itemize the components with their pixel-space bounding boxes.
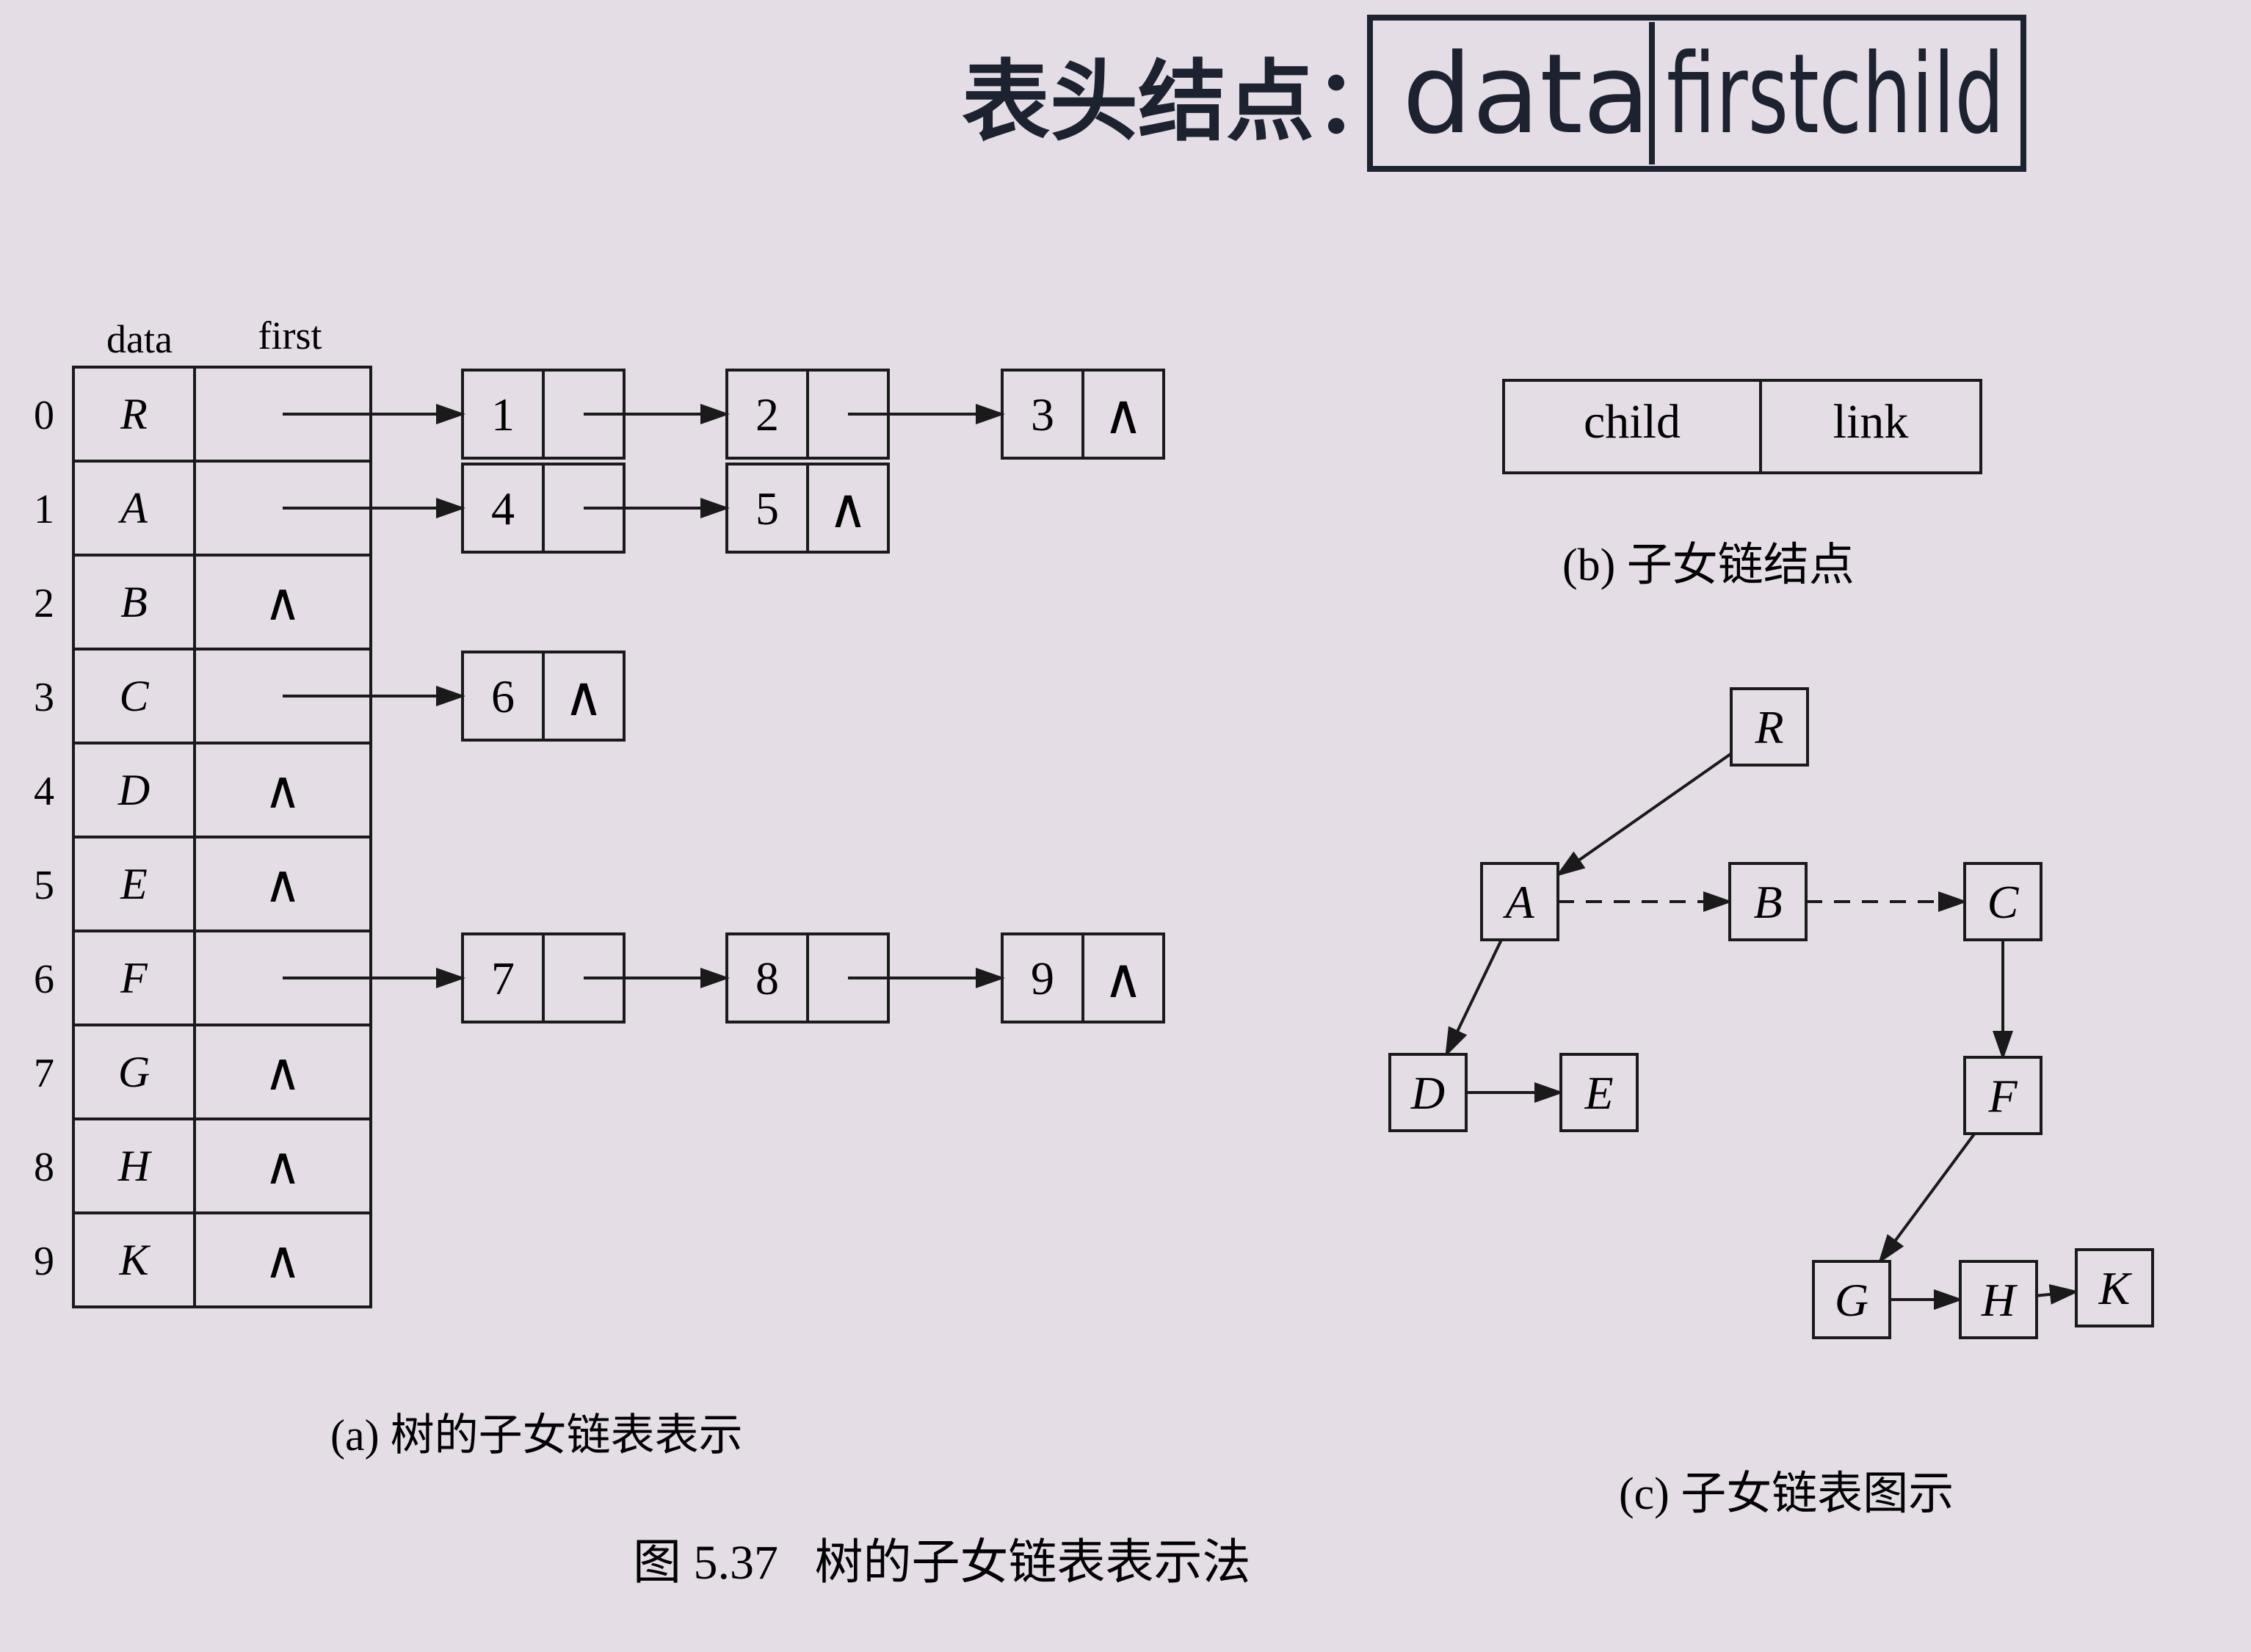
tree-node-box — [1730, 687, 1809, 767]
child-index: 2 — [755, 388, 779, 441]
row-index: 1 — [34, 487, 54, 532]
null-pointer: ∧ — [1103, 385, 1143, 446]
tree-node-box — [2075, 1248, 2154, 1327]
tree-node-box — [1559, 1053, 1639, 1132]
field-link: link — [1833, 395, 1909, 449]
tree-node-box — [1959, 1260, 2038, 1339]
row-index: 4 — [34, 769, 54, 814]
null-pointer: ∧ — [264, 1233, 301, 1289]
row-index: 8 — [34, 1145, 54, 1190]
tree-node-label: R — [1754, 701, 1783, 753]
tree-node-box — [1812, 1260, 1891, 1339]
tree-node-box — [1963, 1056, 2042, 1135]
row-index: 6 — [34, 957, 54, 1002]
tree-node-box — [1963, 862, 2042, 941]
column-header-data: data — [106, 317, 173, 361]
node-structure-box — [1502, 379, 1982, 474]
row-data: K — [118, 1236, 151, 1284]
handwritten-field-firstchild: firstchild — [1667, 31, 2004, 159]
child-index: 5 — [755, 482, 779, 535]
row-data: C — [119, 672, 149, 720]
field-child: child — [1584, 395, 1681, 449]
part-c-tree-diagram: R A B C D E F G H K (c) 子女链表图示 — [1388, 687, 2154, 1519]
figure-caption: 图 5.37 树的子女链表表示法 — [633, 1536, 1251, 1590]
tree-node-label: A — [1502, 876, 1534, 928]
row-data: H — [117, 1142, 153, 1190]
caption-a: (a) 树的子女链表表示 — [330, 1411, 743, 1460]
tree-edge-F-G — [1878, 1132, 1976, 1264]
tree-node-box — [1728, 862, 1808, 941]
row-index: 5 — [34, 863, 54, 908]
row-data: B — [120, 578, 148, 626]
handwritten-header-box — [1367, 15, 2026, 172]
row-index: 9 — [34, 1239, 54, 1284]
row-index: 7 — [34, 1051, 54, 1096]
row-index: 3 — [34, 675, 54, 720]
null-pointer: ∧ — [264, 1139, 301, 1195]
tree-edge-A-D — [1445, 939, 1503, 1057]
tree-node-label: C — [1987, 876, 2020, 928]
handwritten-label: 表头结点： — [962, 51, 1402, 153]
row-data: G — [118, 1048, 150, 1096]
null-pointer: ∧ — [264, 1045, 301, 1101]
tree-node-label: D — [1410, 1067, 1445, 1119]
tree-node-label: E — [1584, 1067, 1613, 1119]
child-index: 6 — [491, 670, 515, 722]
null-pointer: ∧ — [264, 857, 301, 913]
row-data: E — [120, 860, 148, 908]
row-data: R — [120, 390, 148, 438]
row-data: D — [117, 766, 150, 814]
tree-node-label: G — [1835, 1274, 1868, 1326]
child-index: 3 — [1031, 388, 1054, 441]
row-index: 2 — [34, 581, 54, 626]
tree-edge-R-A — [1555, 752, 1733, 877]
null-pointer: ∧ — [264, 575, 301, 631]
caption-b: (b) 子女链结点 — [1562, 540, 1855, 590]
tree-node-box — [1480, 862, 1559, 941]
null-pointer: ∧ — [564, 667, 603, 728]
tree-node-label: F — [1987, 1070, 2018, 1122]
row-data: F — [120, 954, 148, 1002]
handwritten-header-node: 表头结点： data firstchild — [962, 15, 2026, 172]
row-data: A — [117, 484, 148, 532]
part-b-child-link-node: child link (b) 子女链结点 — [1502, 379, 1982, 590]
caption-c: (c) 子女链表图示 — [1619, 1469, 1954, 1519]
child-index: 7 — [491, 952, 515, 1004]
child-index: 1 — [491, 388, 515, 441]
tree-edge-H-K — [2036, 1283, 2079, 1305]
null-pointer: ∧ — [1103, 949, 1143, 1010]
tree-node-label: H — [1981, 1274, 2018, 1326]
tree-node-label: B — [1753, 876, 1782, 928]
handwritten-field-data: data — [1402, 31, 1650, 159]
child-index: 8 — [755, 952, 779, 1004]
tree-node-label: K — [2098, 1262, 2133, 1314]
child-index: 9 — [1031, 952, 1054, 1004]
tree-node-box — [1388, 1053, 1468, 1132]
row-index: 0 — [34, 393, 54, 438]
null-pointer: ∧ — [828, 479, 868, 540]
column-header-first: first — [258, 314, 322, 358]
null-pointer: ∧ — [264, 763, 301, 819]
child-index: 4 — [491, 482, 515, 535]
